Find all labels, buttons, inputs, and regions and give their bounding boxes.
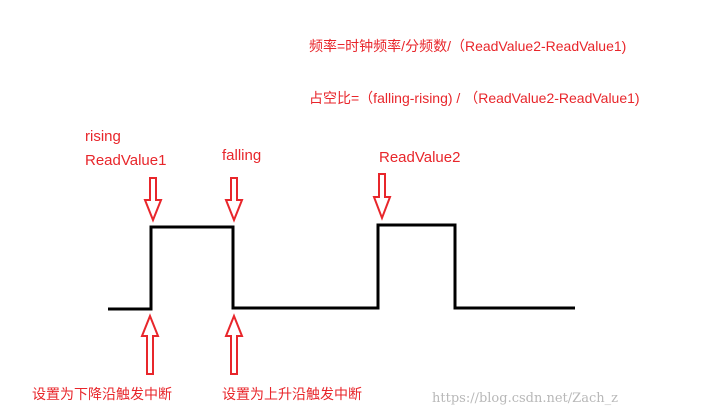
pwm-waveform [108,225,305,311]
read-value1-label: ReadValue1 [85,152,167,169]
rising-label: rising [85,128,121,145]
down-arrow-read-value2 [372,173,392,221]
rising-interrupt-caption: 设置为上升沿触发中断 [222,386,362,402]
frequency-formula: 频率=时钟频率/分频数/（ReadValue2-ReadValue1) [309,38,627,54]
watermark: https://blog.csdn.net/Zach_z [432,391,618,406]
duty-cycle-formula: 占空比=（falling-rising) / （ReadValue2-ReadV… [309,90,640,106]
falling-interrupt-caption: 设置为下降沿触发中断 [32,386,172,402]
up-arrow-falling-interrupt [140,313,160,375]
up-arrow-rising-interrupt [224,313,244,375]
read-value2-label: ReadValue2 [379,149,461,166]
down-arrow-read-value1 [143,177,163,223]
pwm-waveform-second-pulse [305,223,575,310]
down-arrow-falling [224,177,244,223]
falling-label: falling [222,147,262,164]
